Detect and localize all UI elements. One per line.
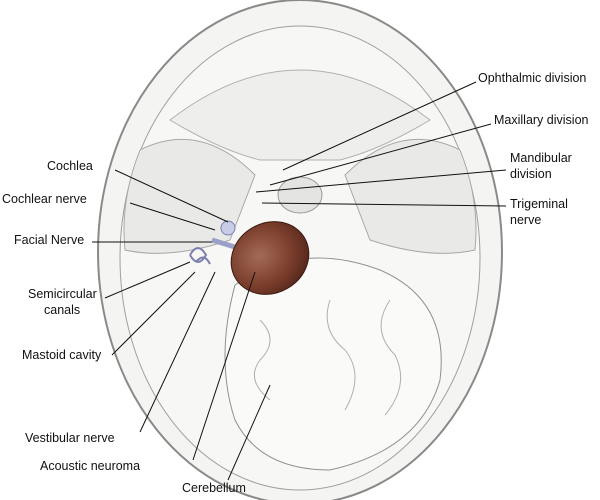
cerebellum-folds — [253, 299, 402, 416]
label-ophthalmic-division: Ophthalmic division — [478, 71, 587, 85]
label-cochlea: Cochlea — [47, 159, 93, 173]
semicircular-canals-shape — [189, 247, 211, 265]
label-trigeminal-nerve-2: nerve — [510, 213, 542, 227]
label-mandibular-division-1: Mandibular — [510, 151, 572, 165]
label-cerebellum: Cerebellum — [182, 481, 246, 495]
cochlea-shape — [220, 220, 236, 236]
acoustic-neuroma-tumor — [230, 221, 310, 295]
middle-fossa-right — [344, 138, 477, 254]
label-maxillary-division: Maxillary division — [494, 113, 589, 127]
label-mandibular-division-2: division — [510, 167, 552, 181]
cerebellum-shape — [224, 257, 442, 471]
leader-lines — [92, 81, 507, 481]
label-mastoid-cavity: Mastoid cavity — [22, 348, 102, 362]
label-semicircular-canals-2: canals — [44, 303, 81, 317]
label-vestibular-nerve: Vestibular nerve — [25, 431, 115, 445]
sella — [277, 176, 323, 214]
label-trigeminal-nerve-1: Trigeminal — [510, 197, 568, 211]
label-acoustic-neuroma: Acoustic neuroma — [40, 459, 141, 473]
label-facial-nerve: Facial Nerve — [14, 233, 85, 247]
label-semicircular-canals-1: Semicircular — [28, 287, 97, 301]
label-cochlear-nerve: Cochlear nerve — [2, 192, 87, 206]
anterior-fossa — [169, 69, 431, 161]
nerve-bundle — [211, 237, 239, 251]
